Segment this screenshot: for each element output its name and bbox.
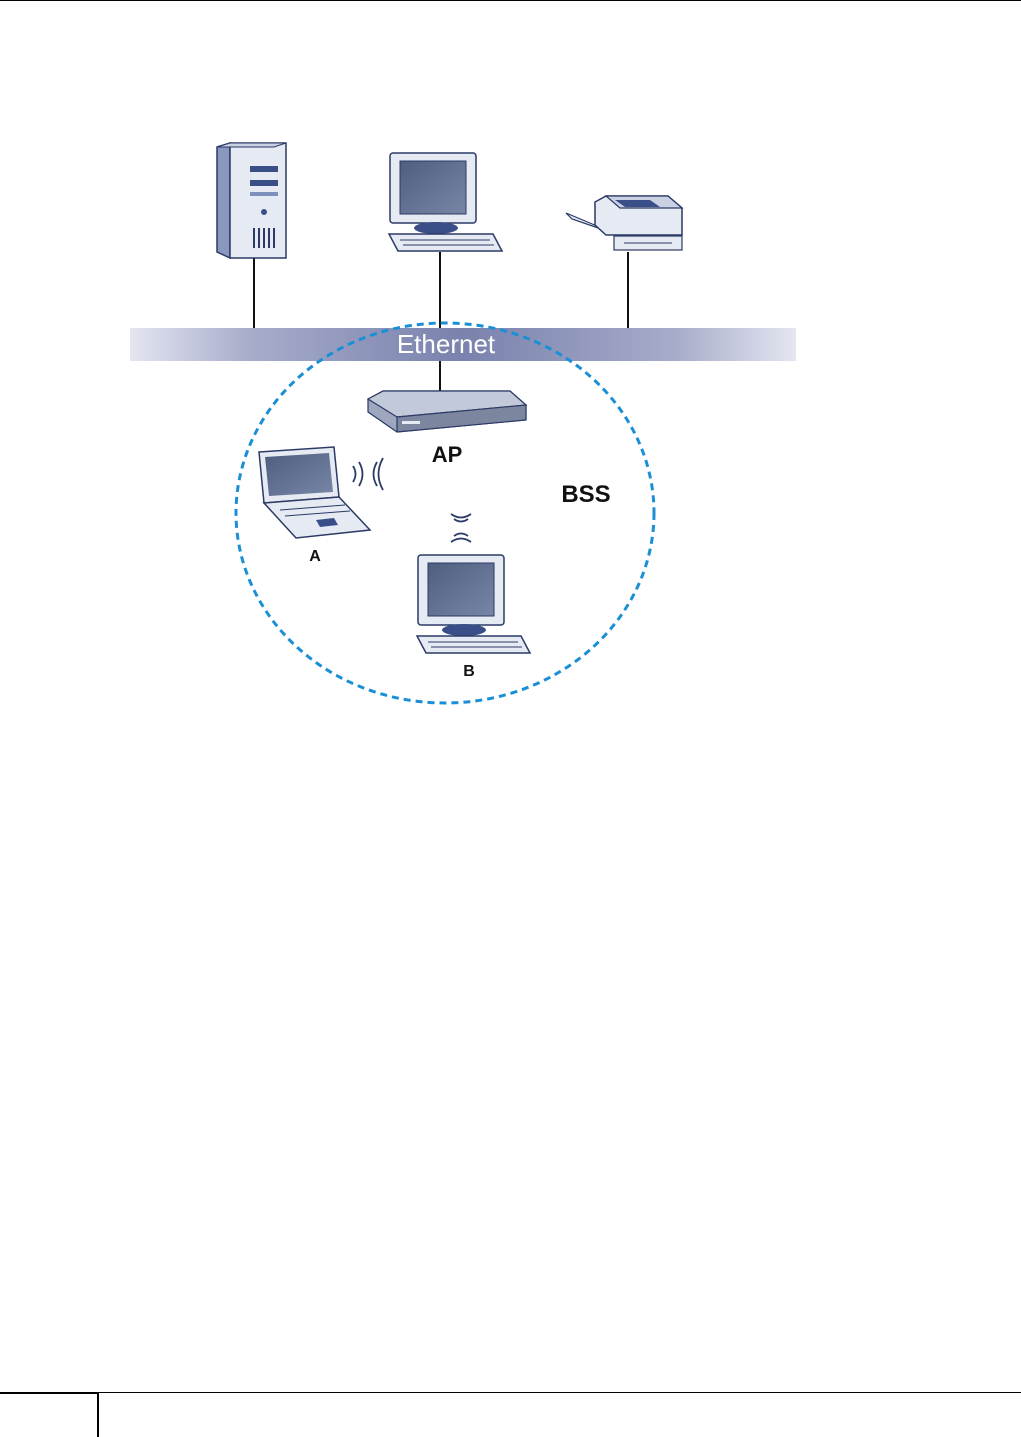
- desktop-computer-icon: [417, 555, 530, 653]
- footer-rule: [99, 1392, 1021, 1393]
- page-number-box: [0, 1392, 99, 1437]
- bss-label: BSS: [561, 481, 610, 508]
- laptop-icon: [259, 447, 370, 538]
- wireless-signal-icon: [451, 514, 471, 542]
- bss-network-diagram: Ethernet: [0, 0, 1021, 760]
- ap-label: AP: [432, 442, 463, 467]
- ethernet-bus: Ethernet: [130, 328, 796, 361]
- wireless-signal-icon: [353, 458, 383, 490]
- client-a-label: A: [309, 548, 321, 565]
- ethernet-label: Ethernet: [397, 329, 496, 359]
- access-point-icon: [368, 391, 526, 432]
- desktop-computer-icon: [389, 153, 502, 251]
- server-icon: [217, 143, 286, 258]
- client-b-label: B: [463, 663, 475, 680]
- printer-icon: [566, 196, 682, 250]
